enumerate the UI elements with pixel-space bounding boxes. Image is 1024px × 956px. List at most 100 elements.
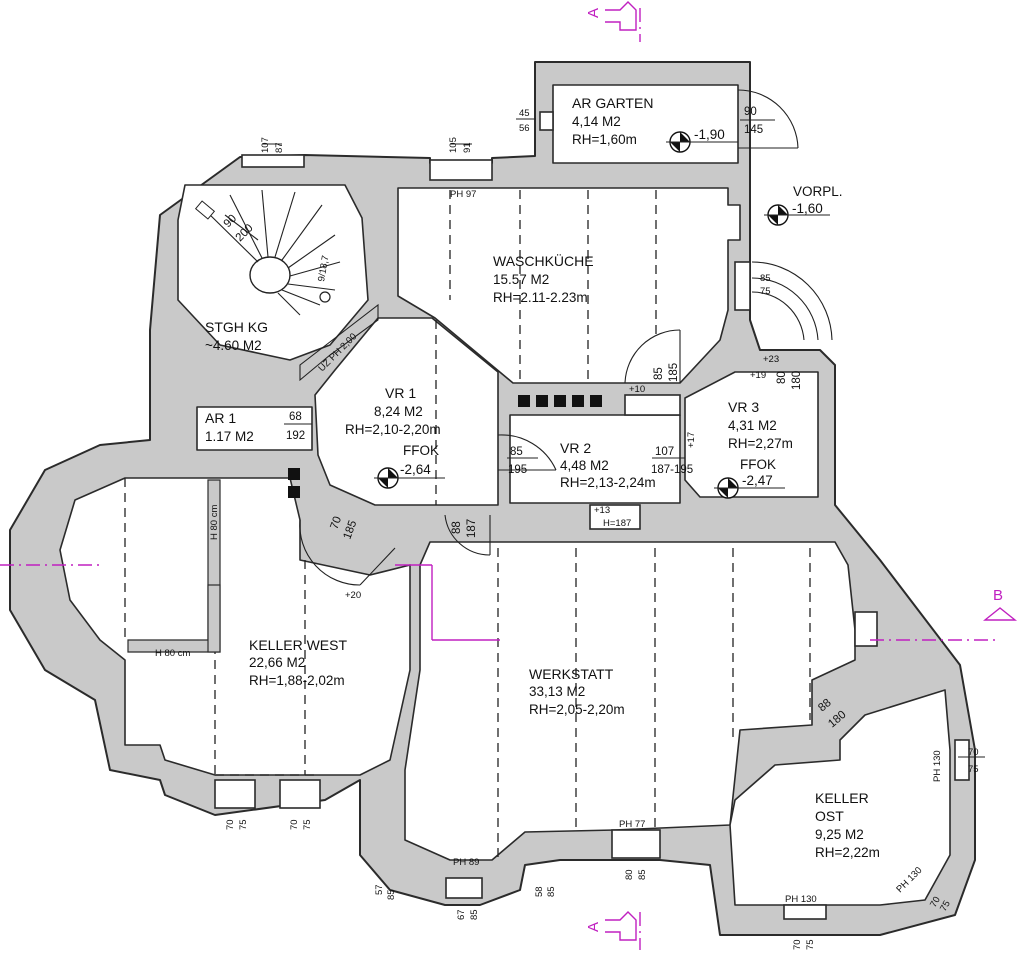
dim-vorpl-door-h: 75 — [760, 286, 771, 297]
door-vorplatz — [734, 261, 751, 311]
vr3-height: RH=2,27m — [728, 436, 793, 451]
window-waschkueche-top — [429, 159, 493, 181]
dim-bay-h: 85 — [469, 909, 480, 920]
vent-vr1-2 — [288, 486, 300, 498]
ceiling-lines — [124, 190, 811, 860]
ar-garten-height: RH=1,60m — [572, 132, 637, 147]
level-marker-ar-garten — [666, 131, 738, 153]
waschkueche-height: RH=2.11-2.23m — [493, 290, 588, 305]
dim-ko-win-w: 70 — [968, 747, 979, 758]
ar1-name: AR 1 — [205, 410, 236, 426]
vr2-area: 4,48 M2 — [560, 458, 609, 473]
vr1-area: 8,24 M2 — [374, 404, 423, 419]
opening-vr2-bottom — [589, 504, 641, 530]
dim-stair-top-h: 87 — [274, 142, 285, 153]
room-ar1 — [196, 406, 313, 451]
stgh-kg-name: STGH KG — [205, 319, 268, 335]
dim-kw-win1-w: 70 — [225, 819, 236, 830]
waschkueche-area: 15.57 M2 — [493, 272, 549, 287]
vr3-name: VR 3 — [728, 399, 759, 415]
vent-vr1-1 — [288, 468, 300, 480]
ar-garten-area: 4,14 M2 — [572, 114, 621, 129]
werkstatt-name: WERKSTATT — [529, 666, 614, 682]
stgh-kg-area: ~4.60 M2 — [205, 338, 262, 353]
dim-ws-door-w: 88 — [451, 521, 463, 534]
window-keller-ost-right — [954, 739, 970, 781]
dim-bay-w: 67 — [456, 909, 467, 920]
dim-kw-win2-h: 75 — [302, 819, 313, 830]
window-bay-bottom — [445, 877, 483, 899]
dim-p19: +19 — [750, 370, 766, 381]
dimension-lines — [262, 118, 985, 758]
dim-vr3-door-h: 180 — [791, 371, 803, 390]
dim-ph97: PH 97 — [450, 189, 476, 200]
dim-ph130-a: PH 130 — [932, 750, 943, 782]
dim-stair-rise: 9/18,7 — [316, 255, 331, 283]
room-vr2 — [509, 414, 681, 504]
dim-vr2-door-w: 85 — [510, 446, 523, 458]
keller-west-area: 22,66 M2 — [249, 655, 305, 670]
werkstatt-area: 33,13 M2 — [529, 684, 585, 699]
dim-ph130-c: PH 130 — [785, 894, 817, 905]
dim-ar-door-h: 145 — [744, 124, 763, 136]
dim-ko-win-h: 75 — [968, 764, 979, 775]
dim-ko-win3-w: 70 — [792, 939, 803, 950]
dim-ws-win-w: 80 — [624, 869, 635, 880]
window-stairs-top — [241, 154, 305, 168]
window-keller-west-2 — [279, 779, 321, 809]
dim-ko-win2-h: 75 — [938, 899, 953, 914]
ar-garten-level: -1,90 — [694, 127, 725, 142]
level-marker-vr1 — [374, 467, 445, 489]
dim-ar1-w: 68 — [289, 411, 302, 423]
dim-p17: +17 — [686, 432, 697, 448]
niche-werkstatt-right — [854, 611, 878, 647]
dim-wasch-door-w: 85 — [653, 367, 665, 380]
dim-ph89: PH 89 — [453, 857, 479, 868]
dim-p13: +13 — [594, 505, 610, 516]
room-vr3 — [684, 371, 819, 498]
dim-ar-garten-win-h: 56 — [519, 123, 530, 134]
dim-h80-top: H 80 cm — [155, 648, 190, 659]
dim-bay-right-h: 85 — [546, 886, 557, 897]
dim-bay-left-h: 85 — [386, 889, 397, 900]
dim-ph77: PH 77 — [619, 819, 645, 830]
keller-west-name: KELLER WEST — [249, 637, 347, 653]
vr2-height: RH=2,13-2,24m — [560, 475, 656, 490]
vr2-name: VR 2 — [560, 440, 591, 456]
vr3-level: -2,47 — [742, 473, 773, 488]
dim-ar1-h: 192 — [286, 430, 305, 442]
window-ar-garten — [539, 111, 554, 131]
vr1-level: -2,64 — [400, 462, 431, 477]
dim-p20: +20 — [345, 590, 361, 601]
vorpl-name: VORPL. — [793, 184, 843, 199]
vr3-area: 4,31 M2 — [728, 418, 777, 433]
dim-top-win-h: 91 — [462, 142, 473, 153]
low-wall-segment — [207, 584, 221, 653]
keller-ost-name-2: OST — [815, 808, 844, 824]
dim-top-win-w: 105 — [448, 137, 459, 153]
dim-vr3-door-w: 80 — [776, 371, 788, 384]
keller-ost-height: RH=2,22m — [815, 845, 880, 860]
dim-stair-top-w: 107 — [260, 137, 271, 153]
dim-bay-right-w: 58 — [534, 886, 545, 897]
dim-vorpl-door-w: 85 — [760, 273, 771, 284]
section-b-label: B — [993, 587, 1003, 604]
dim-ko-win2-w: 70 — [928, 895, 943, 910]
vorpl-level: -1,60 — [792, 201, 823, 216]
dim-vr2-right-w: 107 — [655, 446, 674, 458]
dim-bay-left-w: 57 — [374, 884, 385, 895]
staircase — [194, 189, 341, 316]
room-ar-garten — [552, 84, 739, 164]
level-marker-vr3 — [714, 477, 785, 499]
door-swings — [299, 89, 833, 586]
dim-ws-door-h: 187 — [466, 519, 478, 538]
dim-ar-garten-win-w: 45 — [519, 108, 530, 119]
ar1-area: 1.17 M2 — [205, 429, 254, 444]
ar-garten-name: AR GARTEN — [572, 95, 653, 111]
dim-kw-win2-w: 70 — [289, 819, 300, 830]
dim-h80-side: H 80 cm — [209, 505, 220, 540]
dim-ar-door-w: 90 — [744, 106, 757, 118]
